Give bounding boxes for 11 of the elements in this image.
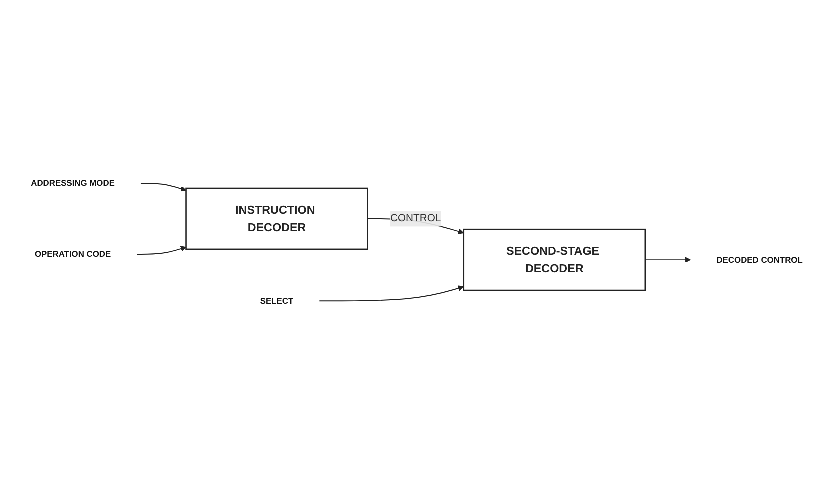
node-box: SECOND-STAGE DECODER [463, 229, 646, 292]
edge-label: CONTROL [390, 213, 442, 224]
arrow [319, 286, 464, 302]
node-box: INSTRUCTION DECODER [186, 188, 368, 250]
node-text: ADDRESSING MODE [31, 178, 115, 188]
node-text: SELECT [260, 296, 294, 306]
node-text: OPERATION CODE [34, 250, 112, 260]
arrow [644, 257, 692, 264]
arrow [136, 246, 187, 256]
node-text: DECODED CONTROL [716, 255, 803, 265]
arrow [140, 183, 187, 192]
